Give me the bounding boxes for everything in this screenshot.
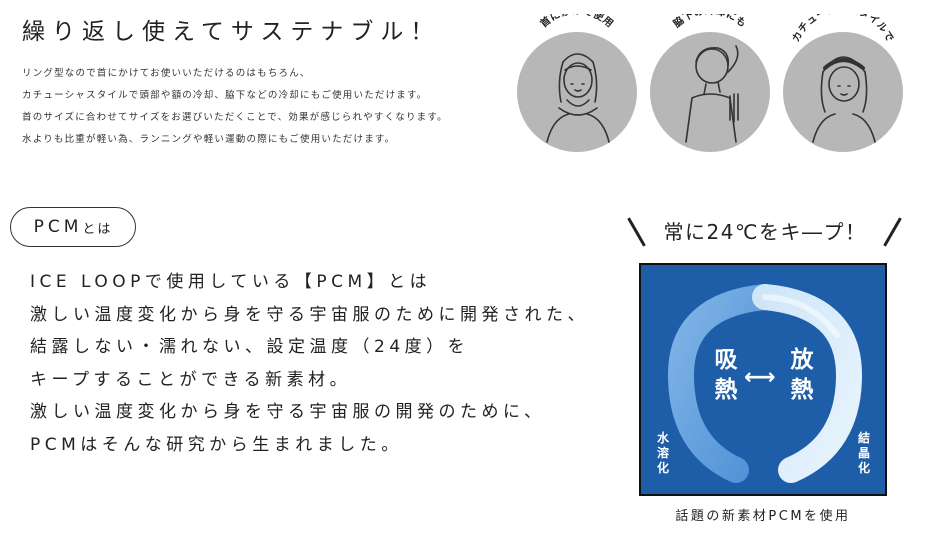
pcm-body-line: 激しい温度変化から身を守る宇宙服のために開発された、: [30, 304, 589, 325]
release-label: 放熱: [790, 347, 814, 403]
usage-circle: [650, 32, 770, 152]
headline-text: 常に24℃をキ―プ！: [663, 220, 867, 244]
headline-slash-left: [627, 217, 646, 247]
description-line: リング型なので首にかけてお使いいただけるのはもちろん、: [22, 68, 311, 79]
pcm-body-line: ICE LOOPで使用している【PCM】とは: [30, 272, 432, 292]
pcm-body-line: キープすることができる新素材。: [30, 369, 352, 390]
neck-person-icon: [546, 53, 610, 143]
svg-text:首にかけて使用: 首にかけて使用: [537, 14, 615, 30]
pcm-body: ICE LOOPで使用している【PCM】とは 激しい温度変化から身を守る宇宙服の…: [30, 266, 630, 461]
pcm-heading-pill: PCM とは: [10, 207, 136, 247]
pcm-heading-suffix: とは: [82, 221, 113, 237]
armpit-person-icon: [685, 45, 739, 143]
description-block: リング型なので首にかけてお使いいただけるのはもちろん、 カチューシャスタイルで頭…: [22, 63, 512, 151]
usage-circle: [783, 32, 903, 152]
keep-headline: 常に24℃をキ―プ！: [625, 212, 905, 252]
pcm-body-line: 激しい温度変化から身を守る宇宙服の開発のために、: [30, 402, 546, 422]
product-image: 吸熱 ⟷ 放熱 水溶化 結晶化: [639, 263, 887, 496]
usage-label-arc: 脇下の冷却にも: [670, 14, 748, 30]
usage-label: 首にかけて使用: [537, 14, 615, 30]
headline-slash-right: [883, 217, 902, 247]
left-label: 水溶化: [656, 431, 669, 475]
description-line: 水よりも比重が軽い為、ランニングや軽い運動の際にもご使用いただけます。: [22, 134, 396, 145]
exchange-arrow-icon: ⟷: [744, 365, 776, 390]
usage-label-arc: 首にかけて使用: [537, 14, 615, 30]
product-caption: 話題の新素材PCMを使用: [675, 509, 851, 524]
usage-label: 脇下の冷却にも: [670, 14, 748, 30]
description-line: カチューシャスタイルで頭部や額の冷却、脇下などの冷却にもご使用いただけます。: [22, 90, 428, 101]
right-label: 結晶化: [857, 431, 870, 475]
absorb-label: 吸熱: [714, 347, 738, 403]
svg-text:脇下の冷却にも: 脇下の冷却にも: [670, 14, 748, 30]
section-title: 繰り返し使えてサステナブル！: [22, 19, 441, 45]
pcm-body-line: PCMはそんな研究から生まれました。: [30, 434, 403, 455]
pcm-body-line: 結露しない・濡れない、設定温度（24度）を: [30, 337, 470, 357]
headband-person-icon: [812, 56, 876, 143]
ice-ring-icon: [667, 284, 863, 483]
pcm-heading: PCM: [33, 217, 83, 237]
description-line: 首のサイズに合わせてサイズをお選びいただくことで、効果が感じられやすくなります。: [22, 112, 448, 123]
usage-circle: [517, 32, 637, 152]
